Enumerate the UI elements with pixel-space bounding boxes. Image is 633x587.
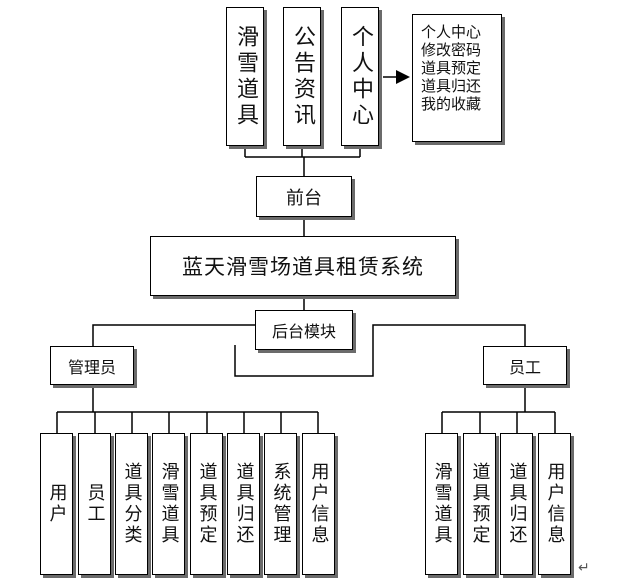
backend-module-box: 后台模块 — [255, 310, 353, 350]
admin-item-label: 滑雪道具 — [158, 462, 180, 546]
backend-module-label: 后台模块 — [271, 322, 336, 341]
frontend-column-ski-gear: 滑雪道具 — [226, 7, 264, 146]
frontend-box: 前台 — [256, 176, 352, 217]
arrow-head — [396, 70, 410, 84]
admin-box: 管理员 — [50, 346, 134, 385]
staff-box: 员工 — [483, 346, 567, 385]
admin-item-employees: 员工 — [78, 433, 111, 575]
staff-item-gear-return: 道具归还 — [500, 433, 533, 575]
admin-item-gear-reservation: 道具预定 — [190, 433, 223, 575]
admin-item-label: 道具预定 — [196, 462, 218, 546]
admin-label: 管理员 — [67, 357, 116, 377]
frontend-column-announcements: 公告资讯 — [283, 7, 321, 146]
menu-item: 个人中心 — [421, 23, 482, 41]
frontend-column-label: 滑雪道具 — [233, 24, 258, 129]
menu-item: 我的收藏 — [421, 95, 482, 113]
admin-item-label: 道具归还 — [233, 462, 255, 546]
admin-item-label: 道具分类 — [121, 462, 143, 546]
menu-item: 道具预定 — [421, 59, 482, 77]
frontend-label: 前台 — [286, 187, 322, 209]
admin-item-gear-categories: 道具分类 — [115, 433, 148, 575]
staff-item-ski-gear: 滑雪道具 — [425, 433, 458, 575]
system-name: 蓝天滑雪场道具租赁系统 — [182, 255, 424, 279]
admin-item-system-management: 系统管理 — [264, 433, 297, 575]
admin-item-label: 系统管理 — [270, 462, 292, 546]
staff-item-label: 道具归还 — [506, 462, 528, 546]
frontend-column-label: 个人中心 — [348, 24, 373, 129]
menu-item: 修改密码 — [421, 41, 482, 59]
staff-item-user-info: 用户信息 — [538, 433, 571, 575]
admin-item-users: 用户 — [40, 433, 73, 575]
staff-item-label: 滑雪道具 — [431, 462, 453, 546]
staff-item-label: 用户信息 — [544, 462, 566, 546]
admin-item-label: 员工 — [84, 483, 106, 525]
frontend-column-label: 公告资讯 — [290, 24, 315, 129]
frontend-column-personal-center: 个人中心 — [341, 7, 379, 146]
menu-item: 道具归还 — [421, 77, 482, 95]
admin-item-gear-return: 道具归还 — [227, 433, 260, 575]
paragraph-return-mark: ↵ — [578, 560, 590, 576]
admin-item-ski-gear: 滑雪道具 — [152, 433, 185, 575]
admin-item-label: 用户 — [46, 483, 68, 525]
staff-item-gear-reservation: 道具预定 — [463, 433, 496, 575]
admin-item-label: 用户信息 — [308, 462, 330, 546]
staff-item-label: 道具预定 — [469, 462, 491, 546]
staff-label: 员工 — [508, 357, 541, 377]
system-name-box: 蓝天滑雪场道具租赁系统 — [150, 236, 456, 296]
admin-item-user-info: 用户信息 — [302, 433, 335, 575]
personal-center-menu: 个人中心 修改密码 道具预定 道具归还 我的收藏 — [412, 14, 502, 142]
